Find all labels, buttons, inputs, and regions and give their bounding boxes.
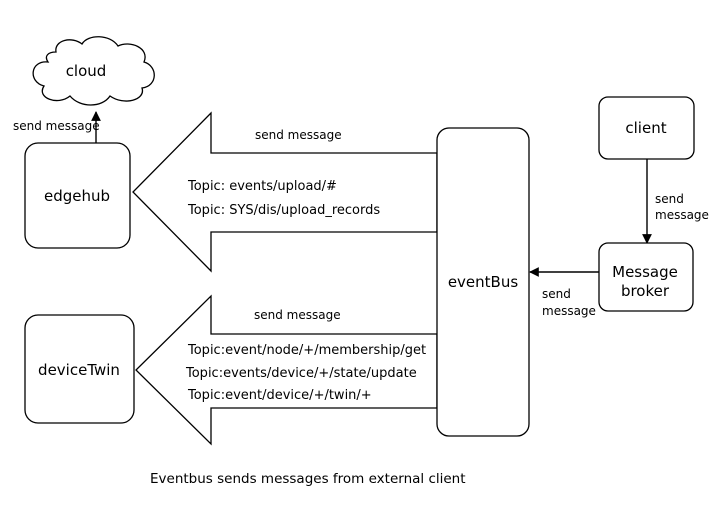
cloud-shape (32, 36, 155, 106)
eventbus-to-device-twin-label: send message (254, 308, 341, 322)
message-broker-node (598, 242, 694, 312)
broker-to-eventbus-label: send (542, 287, 571, 301)
cloud-label: cloud (66, 62, 107, 80)
message-broker-label: broker (621, 282, 670, 300)
eventbus-to-edgehub-label: send message (255, 128, 342, 142)
edgehub-label: edgehub (44, 187, 110, 205)
client-to-broker-label: message (655, 208, 709, 222)
device-twin-topic: Topic:events/device/+/state/update (185, 366, 417, 381)
device-twin-label: deviceTwin (38, 361, 120, 379)
message-broker-label: Message (612, 263, 678, 281)
diagram-caption: Eventbus sends messages from external cl… (150, 471, 466, 487)
device-twin-node (24, 314, 135, 424)
broker-to-eventbus-label: message (542, 304, 596, 318)
eventbus-to-edgehub-arrow (132, 111, 438, 273)
edgehub-topic: Topic: SYS/dis/upload_records (187, 203, 380, 218)
eventbus-to-device-twin-arrow (135, 294, 438, 446)
event-bus-label: eventBus (448, 273, 519, 291)
client-to-broker-label: send (655, 192, 684, 206)
event-bus-node (436, 127, 530, 437)
client-label: client (625, 119, 666, 137)
device-twin-topic: Topic:event/device/+/twin/+ (187, 388, 372, 403)
device-twin-topic: Topic:event/node/+/membership/get (187, 343, 426, 358)
edgehub-to-cloud-label: send message (13, 119, 100, 133)
edgehub-node (24, 142, 131, 249)
edgehub-topic: Topic: events/upload/# (187, 179, 337, 194)
